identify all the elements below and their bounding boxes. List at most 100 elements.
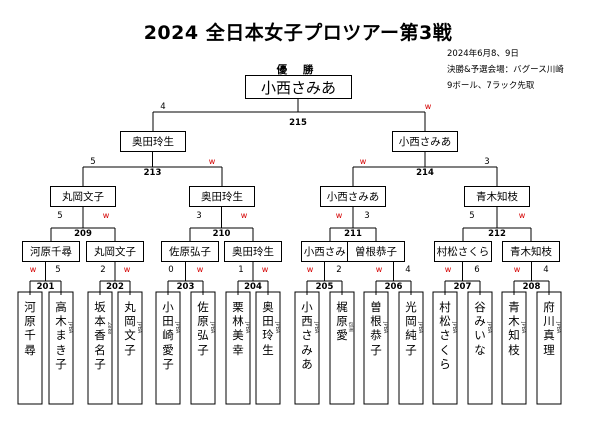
player-column	[467, 291, 493, 405]
score: 5	[55, 265, 61, 275]
player-name: 梶原愛	[336, 300, 348, 343]
player-column	[155, 291, 181, 405]
champion-box: 小西さみあ	[245, 75, 352, 99]
player-name: 村松さくら	[439, 300, 451, 371]
affiliation-label: JPBA	[244, 322, 250, 334]
player-name: 丸岡文子	[124, 300, 136, 357]
player-name: 坂本香名子	[94, 300, 106, 371]
match-number: 214	[416, 168, 434, 178]
score: w	[196, 265, 204, 274]
player-box: 小西さみあ	[392, 131, 458, 152]
player-name: 栗林美幸	[232, 300, 244, 357]
player-box: 奥田玲生	[120, 131, 186, 152]
affiliation-label: JPBA	[67, 322, 73, 334]
player-column	[432, 291, 458, 405]
player-name: 小西さみあ	[301, 300, 313, 371]
player-box: 曽根恭子	[347, 241, 405, 262]
player-column	[117, 291, 143, 405]
match-number: 203	[176, 282, 195, 292]
player-column	[87, 291, 113, 405]
player-column	[398, 291, 424, 405]
match-number: 204	[244, 282, 262, 292]
score: w	[335, 211, 343, 220]
player-name: 曽根恭子	[370, 300, 382, 357]
score: w	[444, 265, 452, 274]
score: 2	[336, 265, 342, 275]
score: w	[513, 265, 521, 274]
score: w	[518, 211, 526, 220]
affiliation-label: JPBA	[451, 322, 457, 334]
affiliation-label: Zeke	[106, 322, 112, 335]
match-number: 205	[315, 282, 334, 292]
player-box: 丸岡文子	[50, 186, 116, 207]
player-box: 奥田玲生	[224, 241, 282, 262]
score: 4	[405, 265, 411, 275]
event-date: 2024年6月8、9日	[447, 49, 519, 59]
player-name: 小田崎愛子	[162, 300, 174, 371]
affiliation-label: JPBA	[486, 322, 492, 334]
match-number: 207	[453, 282, 472, 292]
player-name: 高木まき子	[55, 300, 67, 371]
match-number: 210	[212, 229, 231, 239]
match-number: 202	[106, 282, 124, 292]
score: w	[375, 265, 383, 274]
match-number: 209	[74, 229, 92, 239]
score: w	[261, 265, 269, 274]
player-name: 奥田玲生	[262, 300, 274, 357]
match-number: 211	[344, 229, 362, 239]
player-column	[329, 291, 355, 405]
player-name: 河原千尋	[24, 300, 36, 357]
affiliation-label: JPBA	[313, 322, 319, 334]
player-column	[294, 291, 320, 405]
player-name: 青木知枝	[508, 300, 520, 357]
player-column	[190, 291, 216, 405]
champion-label: 優 勝	[276, 64, 320, 76]
match-number: 201	[36, 282, 55, 292]
player-box: 佐原弘子	[161, 241, 219, 262]
score: w	[29, 265, 37, 274]
player-box: 丸岡文子	[86, 241, 144, 262]
score: w	[306, 265, 314, 274]
score: 5	[90, 157, 96, 167]
affiliation-label: JPBA	[209, 322, 215, 334]
affiliation-label: JPBA	[174, 322, 180, 334]
match-number: 206	[384, 282, 403, 292]
player-name: 佐原弘子	[197, 300, 209, 357]
player-box: 河原千尋	[22, 241, 80, 262]
player-box: 小西さみあ	[301, 241, 359, 262]
event-venue: 決勝&予選会場：バグース川崎	[447, 65, 564, 75]
player-name: 谷みいな	[474, 300, 486, 357]
player-name: 光岡純子	[405, 300, 417, 357]
match-number: 208	[522, 282, 541, 292]
affiliation-label: JPBA	[555, 322, 561, 334]
score: 6	[474, 265, 480, 275]
score: 0	[168, 265, 174, 275]
affiliation-label: JPBA	[520, 322, 526, 334]
player-column	[363, 291, 389, 405]
player-column	[255, 291, 281, 405]
score: 5	[57, 211, 63, 221]
score: w	[359, 157, 367, 166]
player-box: 村松さくら	[434, 241, 492, 262]
score: 5	[469, 211, 475, 221]
player-box: 青木知枝	[464, 186, 530, 207]
score: w	[424, 102, 432, 111]
score: 1	[238, 265, 244, 275]
score: 2	[100, 265, 106, 275]
score: 3	[484, 157, 490, 167]
match-number: 212	[488, 229, 506, 239]
score: 3	[196, 211, 202, 221]
player-column	[536, 291, 562, 405]
player-box: 奥田玲生	[189, 186, 255, 207]
affiliation-label: JPBA	[136, 322, 142, 334]
score: 3	[364, 211, 370, 221]
affiliation-label: JPBA	[417, 322, 423, 334]
player-box: 青木知枝	[502, 241, 560, 262]
page-title: 2024 全日本女子プロツアー第3戦	[143, 22, 453, 44]
player-column	[48, 291, 74, 405]
affiliation-label: JPBA	[382, 322, 388, 334]
affiliation-label: JPBA	[274, 322, 280, 334]
player-name: 府川真理	[543, 300, 555, 357]
player-box: 小西さみあ	[320, 186, 386, 207]
